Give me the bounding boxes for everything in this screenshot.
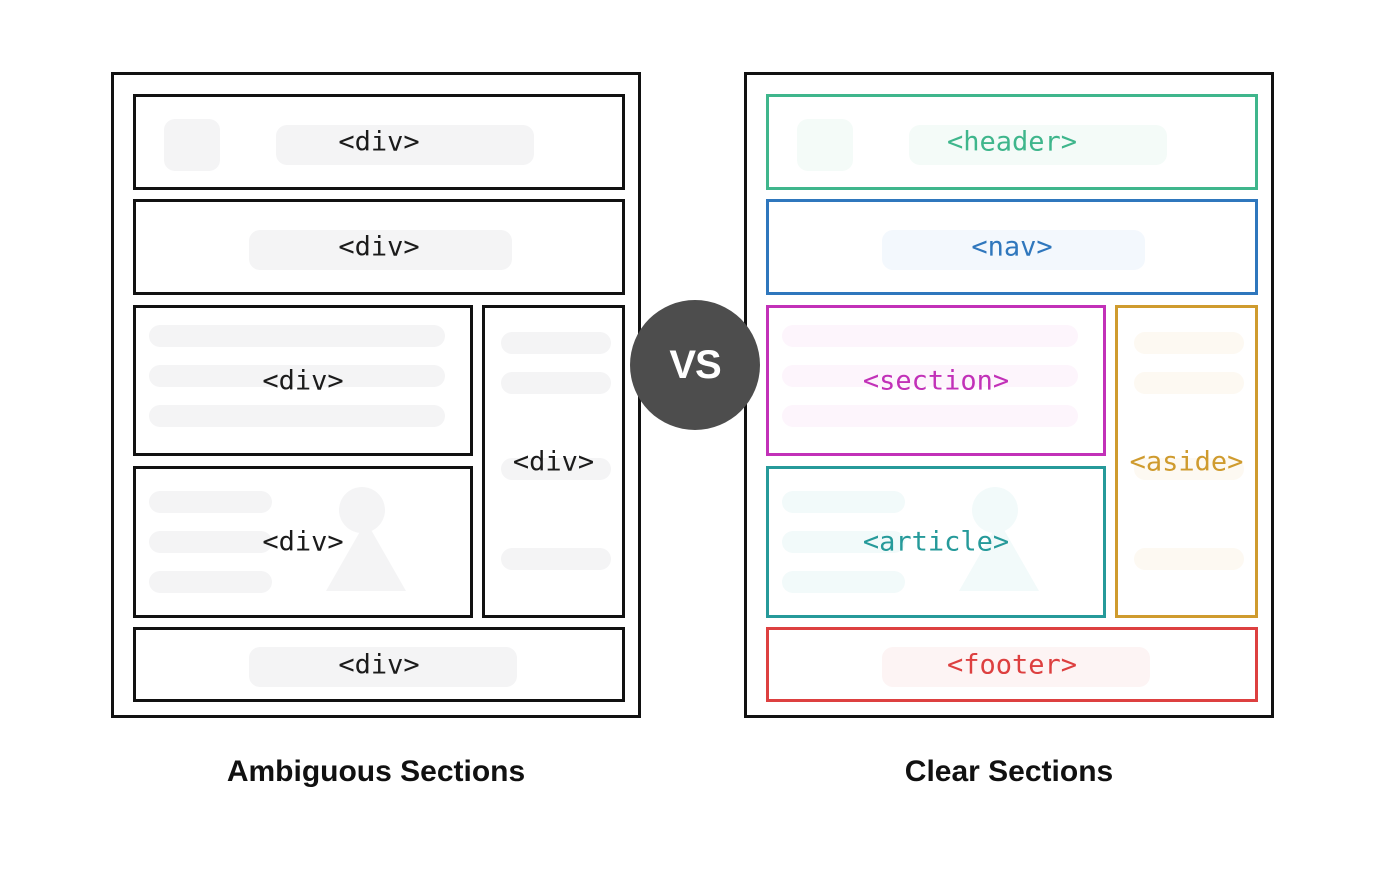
text-line-placeholder — [782, 325, 1078, 347]
left-block-aside-div[interactable]: <div> — [482, 305, 625, 618]
nav-placeholder-bar — [882, 230, 1145, 270]
right-block-label-1: <nav> — [971, 231, 1053, 263]
text-line-placeholder — [1134, 458, 1244, 480]
text-line-placeholder — [782, 491, 905, 513]
left-block-label-0: <div> — [338, 126, 420, 158]
vs-label: VS — [669, 342, 721, 387]
text-line-placeholder — [501, 332, 611, 354]
vs-badge: VS — [630, 300, 760, 430]
clear-panel-inner: <header> <nav> <section> <art — [766, 94, 1258, 702]
left-block-nav-div[interactable]: <div> — [133, 199, 625, 295]
right-block-footer[interactable]: <footer> — [766, 627, 1258, 702]
caption-ambiguous-sections: Ambiguous Sections — [226, 755, 526, 788]
left-block-label-2: <div> — [262, 365, 344, 396]
text-line-placeholder — [1134, 332, 1244, 354]
image-placeholder-triangle — [959, 521, 1039, 591]
right-block-label-5: <footer> — [946, 649, 1078, 680]
text-line-placeholder — [1134, 548, 1244, 570]
left-block-label-1: <div> — [338, 231, 420, 263]
left-block-label-3: <div> — [262, 526, 344, 558]
logo-placeholder — [164, 119, 220, 171]
ambiguous-sections-panel: <div> <div> <div> <div> — [111, 72, 641, 718]
text-line-placeholder — [149, 405, 445, 427]
right-block-nav[interactable]: <nav> — [766, 199, 1258, 295]
title-placeholder-bar — [276, 125, 534, 165]
text-line-placeholder — [782, 571, 905, 593]
left-block-article-div[interactable]: <div> — [133, 466, 473, 618]
text-line-placeholder — [149, 325, 445, 347]
left-block-header-div[interactable]: <div> — [133, 94, 625, 190]
text-line-placeholder — [149, 531, 272, 553]
footer-placeholder-bar — [882, 647, 1150, 687]
right-block-label-0: <header> — [946, 126, 1078, 158]
text-line-placeholder — [501, 372, 611, 394]
right-block-section[interactable]: <section> — [766, 305, 1106, 456]
text-line-placeholder — [1134, 372, 1244, 394]
text-line-placeholder — [149, 571, 272, 593]
right-block-header[interactable]: <header> — [766, 94, 1258, 190]
left-block-footer-div[interactable]: <div> — [133, 627, 625, 702]
right-block-article[interactable]: <article> — [766, 466, 1106, 618]
title-placeholder-bar — [909, 125, 1167, 165]
nav-placeholder-bar — [249, 230, 512, 270]
text-line-placeholder — [501, 548, 611, 570]
text-line-placeholder — [782, 531, 905, 553]
text-line-placeholder — [149, 491, 272, 513]
image-placeholder-triangle — [326, 521, 406, 591]
left-block-label-5: <div> — [338, 649, 420, 680]
clear-sections-panel: <header> <nav> <section> <art — [744, 72, 1274, 718]
ambiguous-panel-inner: <div> <div> <div> <div> — [133, 94, 625, 702]
right-block-aside[interactable]: <aside> — [1115, 305, 1258, 618]
left-block-section-div[interactable]: <div> — [133, 305, 473, 456]
logo-placeholder — [797, 119, 853, 171]
text-line-placeholder — [782, 365, 1078, 387]
right-block-label-4: <aside> — [1129, 446, 1244, 477]
text-line-placeholder — [501, 458, 611, 480]
right-block-label-3: <article> — [862, 526, 1010, 558]
right-block-label-2: <section> — [862, 365, 1010, 396]
text-line-placeholder — [782, 405, 1078, 427]
caption-clear-sections: Clear Sections — [904, 755, 1114, 788]
text-line-placeholder — [149, 365, 445, 387]
left-block-label-4: <div> — [512, 446, 595, 477]
footer-placeholder-bar — [249, 647, 517, 687]
